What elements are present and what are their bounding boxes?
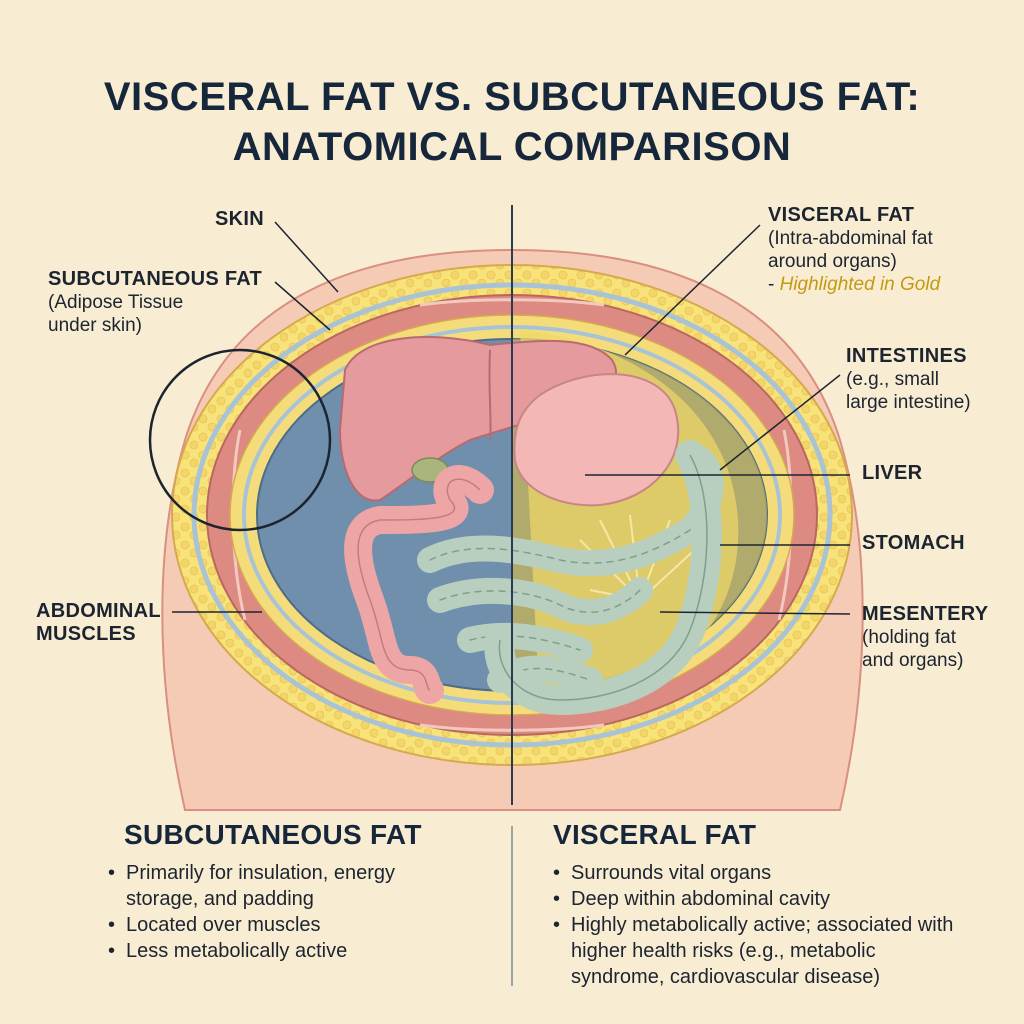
label-stomach: STOMACH — [862, 532, 965, 554]
panel-divider — [511, 826, 513, 986]
list-item: Less metabolically active — [108, 938, 528, 964]
visceral-bullet-list: Surrounds vital organs Deep within abdom… — [553, 860, 973, 990]
label-visceral-fat: VISCERAL FAT (Intra-abdominal fat around… — [768, 204, 941, 295]
list-item: Highly metabolically active; associated … — [553, 912, 966, 990]
subcutaneous-fat-panel: SUBCUTANEOUS FAT Primarily for insulatio… — [108, 818, 528, 964]
visceral-panel-heading: VISCERAL FAT — [553, 819, 757, 850]
visceral-fat-panel: VISCERAL FAT Surrounds vital organs Deep… — [553, 818, 973, 990]
list-item: Surrounds vital organs — [553, 860, 973, 886]
subcutaneous-bullet-list: Primarily for insulation, energy storage… — [108, 860, 528, 964]
label-subcutaneous-fat: SUBCUTANEOUS FAT (Adipose Tissue under s… — [48, 268, 263, 336]
leader-mesentery — [659, 611, 851, 615]
title-line-1: VISCERAL FAT VS. SUBCUTANEOUS FAT: — [103, 75, 921, 119]
leader-visceral-fat — [624, 224, 761, 356]
page-title: VISCERAL FAT VS. SUBCUTANEOUS FAT: ANATO… — [0, 72, 1024, 172]
leader-skin — [274, 221, 339, 293]
list-item: Located over muscles — [108, 912, 528, 938]
list-item: Primarily for insulation, energy storage… — [108, 860, 446, 912]
label-mesentery: MESENTERY (holding fat and organs) — [862, 603, 989, 671]
label-skin: SKIN — [215, 208, 264, 230]
title-line-2: ANATOMICAL COMPARISON — [232, 125, 792, 169]
label-intestines: INTESTINES (e.g., small large intestine) — [846, 345, 971, 413]
stomach — [513, 373, 680, 507]
label-abdominal-muscles: ABDOMINAL MUSCLES — [36, 600, 161, 645]
subcutaneous-panel-heading: SUBCUTANEOUS FAT — [124, 819, 422, 850]
leader-intestines — [719, 374, 841, 471]
magnifier-circle — [148, 348, 332, 532]
label-liver: LIVER — [862, 462, 923, 484]
leader-subcutaneous-fat — [274, 281, 331, 331]
highlight-gold-text: Highlighted in Gold — [779, 274, 941, 295]
list-item: Deep within abdominal cavity — [553, 886, 973, 912]
